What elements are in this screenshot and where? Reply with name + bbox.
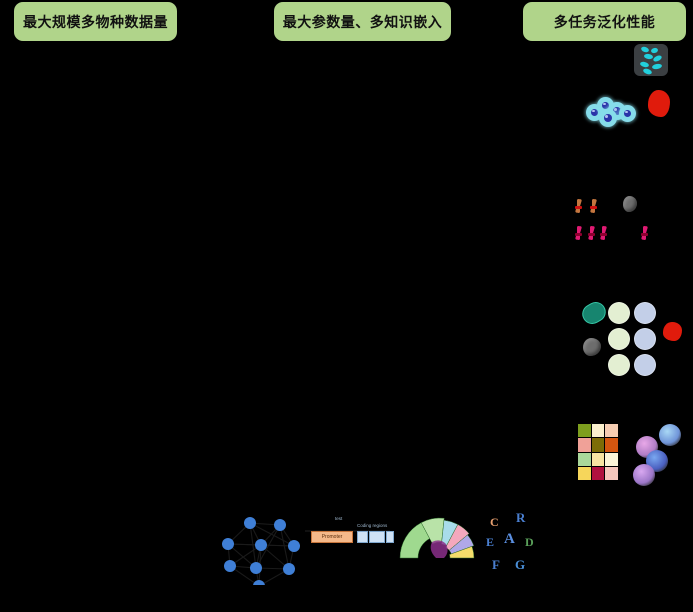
network-node[interactable] <box>283 563 295 575</box>
network-edge <box>249 522 257 569</box>
cell-well-blue <box>634 328 656 350</box>
teal-capsule-micrograph <box>578 298 610 328</box>
chromosome-glyph <box>598 225 609 241</box>
cell-well-green <box>608 328 630 350</box>
cell-nucleus <box>624 110 631 117</box>
color-swatch <box>591 424 605 438</box>
network-node[interactable] <box>288 540 300 552</box>
chromosome-glyph <box>586 225 597 241</box>
chromosome-glyph <box>588 198 599 214</box>
color-swatch <box>605 424 618 438</box>
atlas-region-brainstem[interactable] <box>430 540 448 558</box>
coding-exon-box[interactable] <box>386 531 394 543</box>
cell-nucleus <box>602 102 609 109</box>
network-canvas <box>222 517 300 585</box>
cell-nucleus <box>604 114 612 122</box>
network-edge <box>255 524 281 569</box>
atlas-region-cerebellum[interactable] <box>449 546 475 559</box>
red-tissue-blob <box>648 90 670 117</box>
color-swatch <box>591 438 605 452</box>
cell-well-blue <box>634 354 656 376</box>
network-edge <box>249 522 295 547</box>
color-swatch <box>578 452 591 466</box>
protein-letter-f: F <box>492 557 500 572</box>
cell-well-green <box>608 302 630 324</box>
blue-nucleus-cell-cluster <box>586 94 638 128</box>
gray-particle-micrograph <box>623 196 637 212</box>
chromosome-glyph <box>573 225 584 241</box>
protein-letter-c: C <box>490 515 499 529</box>
glowing-cell-sphere <box>659 424 681 446</box>
network-edge <box>260 544 290 570</box>
glowing-cell-sphere <box>646 450 668 472</box>
network-node[interactable] <box>224 560 236 572</box>
header-pill-model-params[interactable]: 最大参数量、多知识嵌入 <box>274 2 451 41</box>
gray-particle-micrograph-2 <box>583 338 601 356</box>
atlas-canvas <box>399 517 475 559</box>
header-pill-data-scale[interactable]: 最大规模多物种数据量 <box>14 2 177 41</box>
protein-letter-e: E <box>486 535 495 549</box>
color-swatch <box>578 466 591 480</box>
color-swatch <box>605 466 618 480</box>
network-edge <box>279 524 290 570</box>
track-annotation-label: test <box>335 516 343 521</box>
cell-well-green <box>608 354 630 376</box>
network-edge <box>227 543 257 569</box>
brain-region-atlas-fan <box>398 508 482 560</box>
cell-nucleus <box>613 107 621 115</box>
color-swatch <box>578 424 591 438</box>
header-pill-generalization[interactable]: 多任务泛化性能 <box>523 2 686 41</box>
track-annotation-label: Coding regions <box>357 523 388 528</box>
network-edge <box>229 544 262 567</box>
network-node[interactable] <box>222 538 234 550</box>
protein-letter-r: R <box>516 510 526 525</box>
glowing-cell-sphere <box>636 436 658 458</box>
color-swatch <box>591 452 605 466</box>
chromosome-glyph <box>639 225 650 241</box>
coding-exon-box[interactable] <box>369 531 385 543</box>
color-swatch <box>578 438 591 452</box>
tissue-color-swatch-grid <box>578 424 618 480</box>
network-node[interactable] <box>244 517 256 529</box>
network-node[interactable] <box>250 562 262 574</box>
network-node[interactable] <box>274 519 286 531</box>
protein-letter-g: G <box>515 557 526 572</box>
gene-regulatory-network-graph <box>210 505 305 585</box>
color-swatch <box>605 452 618 466</box>
cell-well-blue <box>634 302 656 324</box>
network-node[interactable] <box>255 539 267 551</box>
promoter-region-box[interactable]: Promoter <box>311 531 353 543</box>
network-node[interactable] <box>253 580 265 585</box>
color-swatch <box>591 466 605 480</box>
protein-letter-a: A <box>504 531 515 547</box>
chromosome-glyph <box>573 198 584 214</box>
cyan-fluorescence-micrograph <box>634 44 668 76</box>
pale-cell-wellplate-grid <box>608 302 660 380</box>
cell-nucleus <box>591 109 598 116</box>
color-swatch <box>605 438 618 452</box>
coding-exon-box[interactable] <box>357 531 368 543</box>
genome-axis-line <box>305 530 390 532</box>
red-tissue-blob-2 <box>663 322 682 341</box>
glowing-cell-sphere <box>633 464 655 486</box>
protein-letter-d: D <box>525 535 534 549</box>
